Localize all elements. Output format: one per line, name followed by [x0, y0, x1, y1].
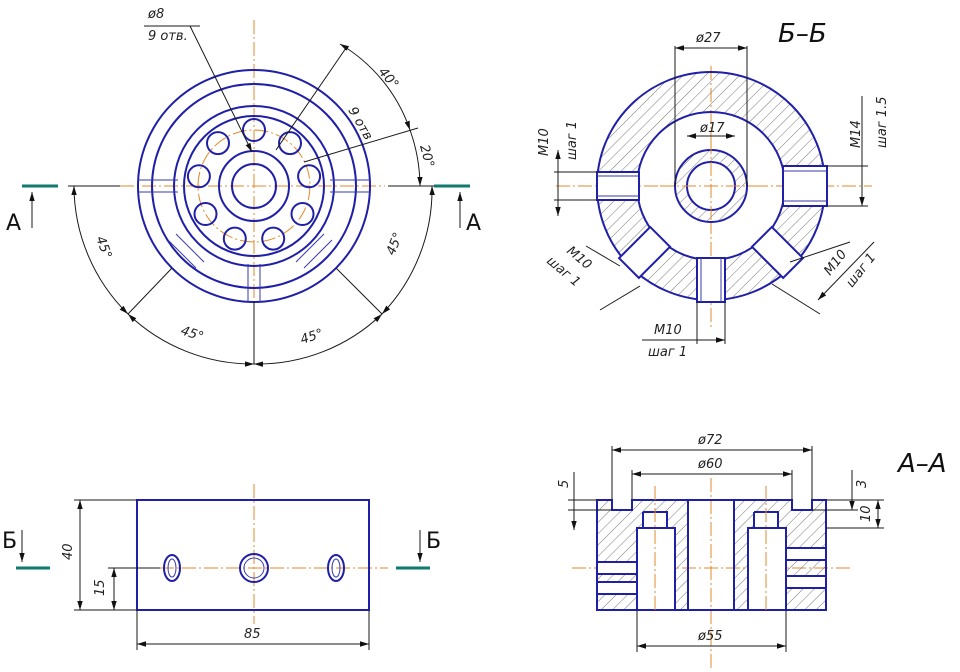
section-label-b-right: Б	[426, 529, 441, 554]
plan-bore-outer	[218, 150, 290, 222]
section-bb-pitch-right: шаг 1.5	[875, 97, 890, 149]
section-label-a-right: А	[466, 211, 481, 236]
front-view: 40 15 85 Б Б	[2, 484, 441, 650]
front-hole-left	[163, 554, 181, 582]
plan-hole	[290, 202, 315, 226]
plan-angle-20: 20°	[416, 143, 436, 169]
plan-hole	[261, 226, 286, 251]
section-bb-view: Б–Б ø27	[537, 19, 890, 360]
plan-hole-diameter: ø8	[147, 7, 164, 22]
section-bb-outer-bore: ø27	[695, 31, 721, 46]
plan-hole	[297, 164, 322, 189]
plan-angle-bottom-right: 45°	[299, 326, 326, 347]
section-bb-thread-right: M14	[849, 120, 864, 148]
front-hole-center	[239, 553, 269, 583]
front-body	[136, 499, 370, 611]
plan-hole	[242, 118, 266, 142]
plan-angle-right: 45°	[384, 231, 407, 258]
plan-angle-left: 45°	[92, 234, 114, 261]
plan-angle-bottom-left: 45°	[179, 324, 206, 345]
front-height: 40	[61, 543, 76, 560]
plan-angle-40: 40°	[375, 65, 401, 92]
plan-hole-count: 9 отв.	[148, 29, 188, 44]
section-bb-title: Б–Б	[778, 19, 827, 49]
section-aa-outer-diameter: ø72	[697, 433, 723, 448]
plan-ring-3	[183, 115, 325, 257]
section-bb-thread-lower-right: M10	[821, 247, 850, 278]
section-label-b-left: Б	[2, 529, 17, 554]
section-label-a-left: А	[6, 211, 21, 236]
front-hole-right	[327, 554, 345, 582]
front-hole-height: 15	[93, 579, 108, 596]
section-aa-step-depth: 5	[557, 480, 572, 488]
plan-hole-pattern	[186, 118, 322, 251]
plan-view: ø8 9 отв. 9 отв 40° 20° 45° 45° 45° 45° …	[6, 7, 481, 367]
section-aa-view: А–А ø72	[557, 433, 947, 668]
plan-bore-inner	[231, 163, 277, 209]
section-bb-thread-left: M10	[537, 128, 552, 156]
section-aa-height: 10	[859, 505, 874, 522]
section-bb-radial-holes	[596, 165, 828, 303]
section-bb-pitch-bottom: шаг 1	[648, 345, 687, 360]
section-aa-pcd-diameter: ø60	[697, 457, 723, 472]
plan-hole	[206, 131, 230, 156]
plan-pcd-circle	[197, 129, 311, 243]
plan-ring-1	[151, 83, 357, 289]
section-aa-top-step: 3	[855, 480, 870, 488]
section-aa-title: А–А	[896, 449, 947, 479]
plan-ring-2	[173, 105, 335, 267]
section-bb-inner-bore: ø17	[699, 121, 725, 136]
section-bb-pitch-left: шаг 1	[565, 121, 580, 160]
plan-hole	[193, 202, 218, 226]
section-aa-bore-diameter: ø55	[697, 629, 723, 644]
plan-hole	[278, 131, 302, 156]
plan-hidden-lines	[138, 179, 370, 302]
section-bb-thread-bottom: M10	[654, 323, 682, 338]
plan-hole	[222, 226, 247, 251]
plan-hole	[186, 164, 211, 189]
plan-pcd-count: 9 отв	[345, 105, 376, 143]
front-width: 85	[244, 627, 261, 642]
